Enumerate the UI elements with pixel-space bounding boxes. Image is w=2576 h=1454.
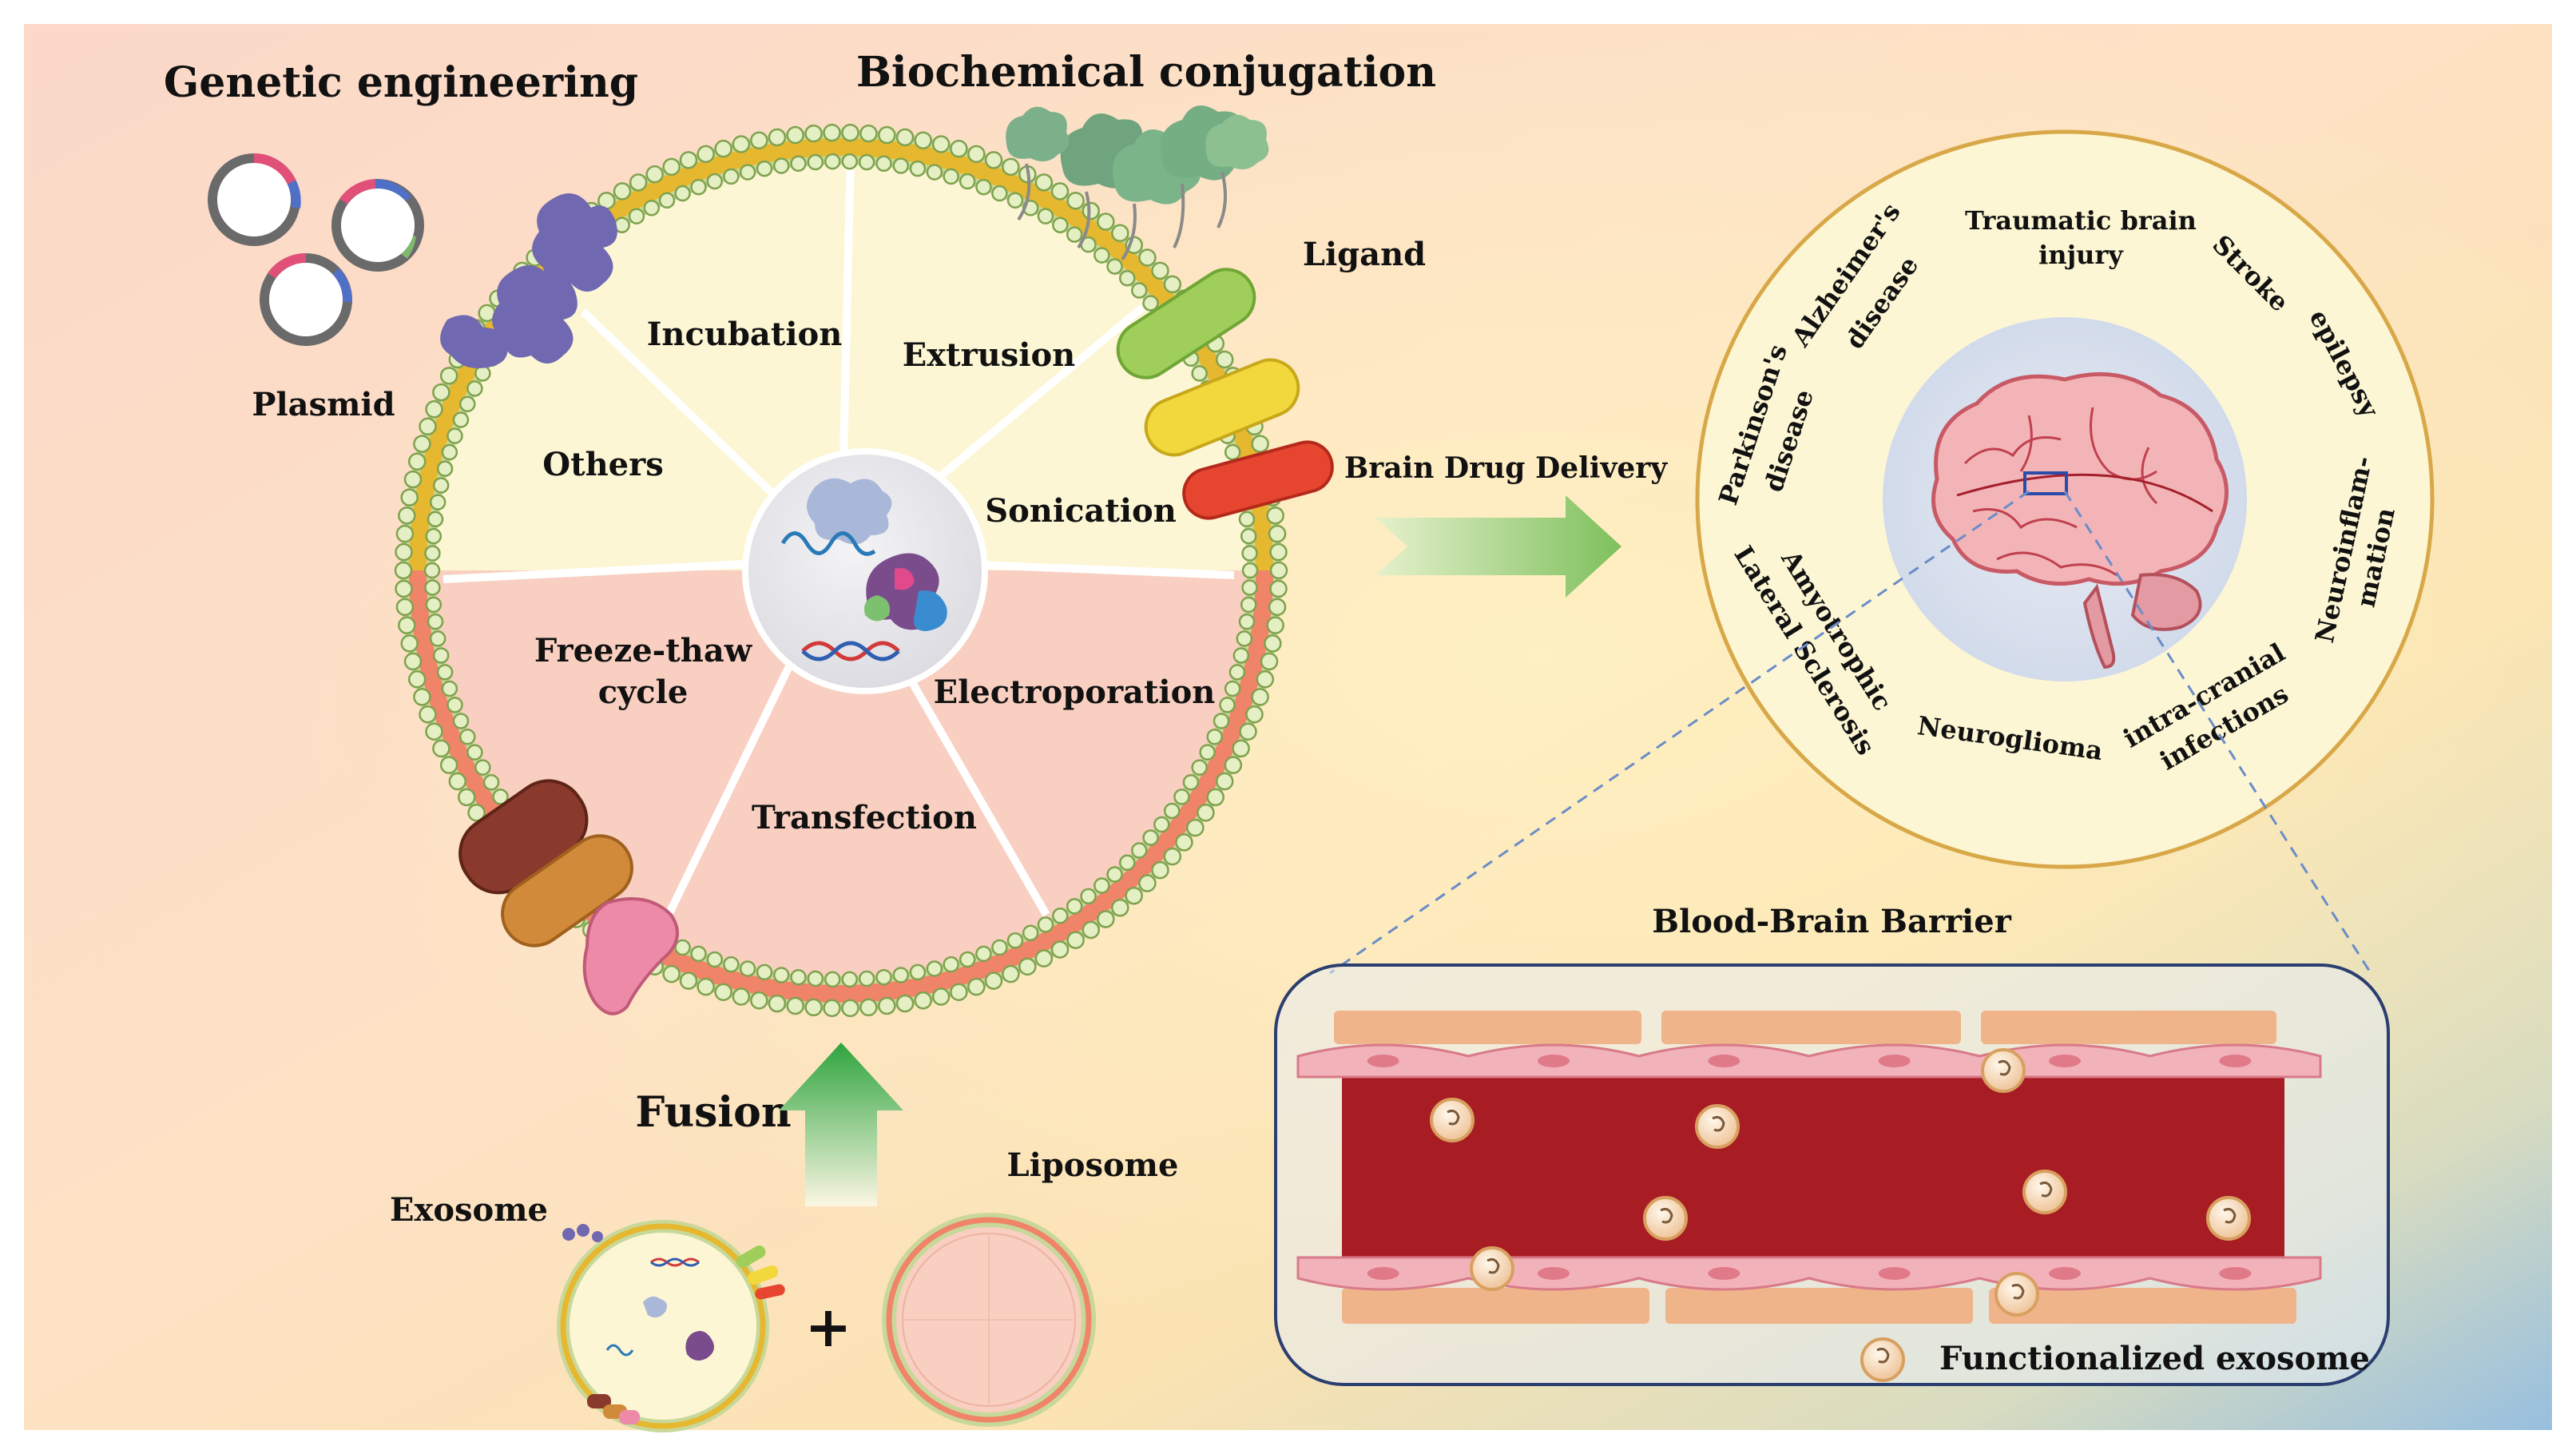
method-incubation: Incubation	[647, 316, 843, 353]
vessel-exosomes	[1430, 1048, 2251, 1317]
functionalized-exosome	[1470, 1246, 1514, 1291]
functionalized-exosome	[2022, 1170, 2067, 1214]
dna-cargo	[801, 641, 900, 661]
title-genetic-engineering: Genetic engineering	[164, 58, 638, 107]
disease-tbi-line1: Traumatic brain	[1965, 205, 2197, 236]
zoom-region	[2023, 471, 2068, 495]
arrow-fusion	[779, 1043, 903, 1206]
cargo-core	[742, 448, 988, 694]
disease-circle: Traumatic brain injury Stroke epilepsy N…	[1695, 129, 2435, 869]
rna-cargo	[780, 531, 876, 556]
pericyte-bottom-1	[1342, 1288, 1649, 1324]
lower-sector-area	[426, 570, 1256, 986]
functionalized-exosome	[2206, 1196, 2251, 1241]
legend-exosome-icon	[1860, 1337, 1905, 1382]
method-others: Others	[542, 446, 663, 483]
endothelial-wall-bottom	[1296, 1256, 2322, 1291]
method-freeze-thaw: Freeze-thaw	[534, 632, 753, 669]
pericyte-top-1	[1334, 1011, 1641, 1044]
label-fusion: Fusion	[635, 1088, 791, 1137]
method-extrusion: Extrusion	[903, 336, 1075, 374]
small-exosome-icon	[557, 1220, 785, 1432]
method-electroporation: Electroporation	[934, 673, 1216, 711]
label-blood-brain-barrier: Blood-Brain Barrier	[1652, 903, 2011, 940]
functionalized-exosome	[1981, 1048, 2026, 1093]
bbb-panel: Functionalized exosome	[1274, 963, 2390, 1386]
membrane-upper	[409, 138, 1273, 571]
upper-sector-area	[426, 155, 1256, 570]
arrow-brain-delivery	[1375, 495, 1621, 598]
plus-sign: +	[805, 1293, 852, 1360]
label-liposome: Liposome	[1007, 1146, 1179, 1184]
method-sonication: Sonication	[985, 492, 1177, 530]
legend-functionalized-exosome: Functionalized exosome	[1860, 1337, 2370, 1382]
ligand-capsules	[1116, 268, 1334, 520]
blood-vessel-lumen	[1342, 1063, 2284, 1272]
membrane-proteins-bottom	[458, 779, 679, 1015]
plasmid-1	[208, 153, 301, 246]
functionalized-exosome	[1643, 1196, 1688, 1241]
protein-cargo	[807, 478, 892, 545]
brain-icon	[1931, 371, 2229, 669]
plasmid-2	[331, 179, 424, 272]
ligand-molecules	[1006, 105, 1269, 261]
liposome-icon	[882, 1213, 1096, 1427]
method-freeze-thaw-cycle: cycle	[598, 673, 689, 711]
membrane-lower	[409, 570, 1273, 1003]
functionalized-exosome	[1430, 1098, 1475, 1142]
functionalized-exosome	[1995, 1272, 2039, 1317]
endothelial-wall-top	[1296, 1043, 2322, 1079]
protein-complex	[864, 553, 947, 631]
pericyte-bottom-3	[1989, 1288, 2296, 1324]
functionalized-exosome	[1695, 1104, 1740, 1149]
zoom-lines	[1329, 490, 2372, 975]
membrane-proteins-purple	[440, 193, 617, 368]
label-brain-drug-delivery: Brain Drug Delivery	[1344, 451, 1668, 485]
pericyte-top-3	[1981, 1011, 2276, 1044]
plasmid-3	[260, 252, 352, 346]
method-transfection: Transfection	[752, 799, 977, 836]
legend-functionalized-exosome-label: Functionalized exosome	[1939, 1340, 2370, 1377]
label-ligand: Ligand	[1303, 236, 1426, 273]
disease-tbi-line2: injury	[2038, 240, 2124, 270]
title-biochemical-conjugation: Biochemical conjugation	[856, 48, 1436, 97]
pericyte-top-2	[1661, 1011, 1961, 1044]
label-plasmid: Plasmid	[252, 386, 395, 423]
label-exosome: Exosome	[390, 1191, 548, 1229]
plasmids	[208, 153, 424, 346]
pericyte-bottom-2	[1665, 1288, 1973, 1324]
